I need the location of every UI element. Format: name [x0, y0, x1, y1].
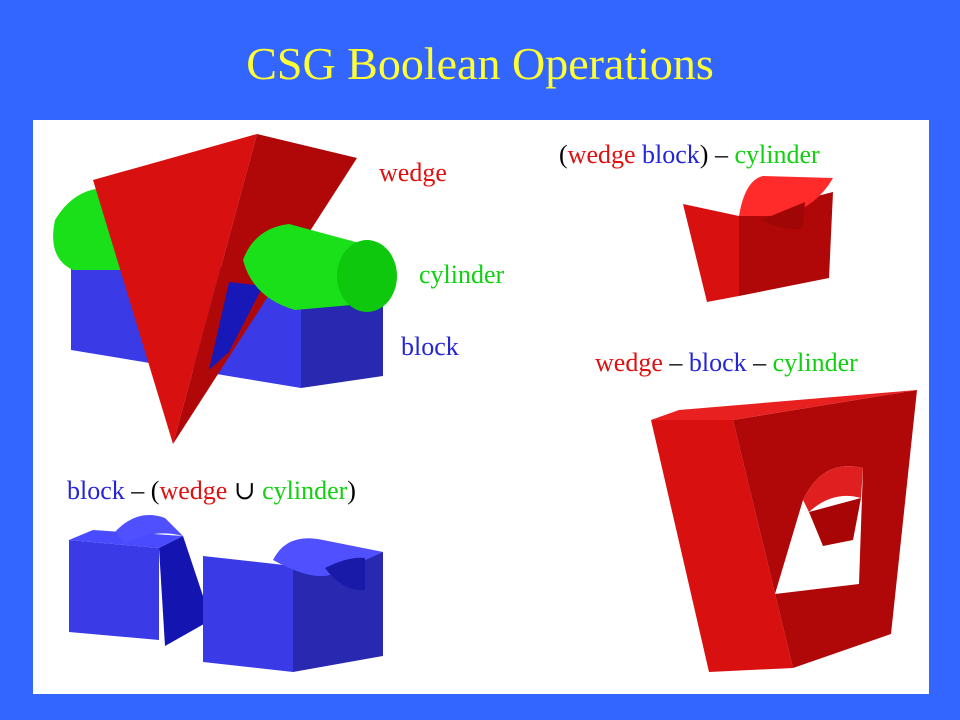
wedge-difference-result [651, 390, 917, 672]
paren-close: ) [347, 476, 356, 505]
block-diff-left-front [69, 540, 159, 640]
expr-cylinder: cylinder [734, 140, 820, 169]
intersection-groove [739, 176, 833, 216]
intersection-groove-shadow [761, 202, 805, 229]
slide-title: CSG Boolean Operations [246, 38, 714, 89]
expr-wedge: wedge [159, 476, 228, 505]
paren-open: ( [559, 140, 568, 169]
wedge-difference-hole-inner [809, 498, 861, 546]
block-difference-result [69, 515, 383, 672]
intersection-front-face [683, 204, 739, 302]
block-diff-right-groove-shadow [325, 557, 365, 591]
expr-minus-open: – ( [124, 476, 160, 505]
content-panel: wedge cylinder block (wedge block) – cyl… [33, 120, 929, 694]
wedge-difference-front [651, 420, 793, 672]
cylinder-end-cap [337, 240, 397, 312]
expr-block: block [688, 348, 747, 377]
expr-minus: – [662, 348, 689, 377]
intersection-expression: (wedge block) – cylinder [559, 140, 820, 170]
block-diff-right-front [203, 556, 293, 672]
csg-illustration [53, 134, 917, 672]
wedge-difference-hole-arch [803, 466, 863, 512]
wedge-front-face [93, 134, 257, 444]
expr-block: block [642, 140, 700, 169]
wedge-difference-top [651, 390, 917, 420]
intersection-side-face [739, 192, 833, 296]
block-label: block [401, 332, 459, 361]
block-difference-expression: block – (wedge ∪ cylinder) [67, 476, 356, 506]
expr-wedge: wedge [567, 140, 636, 169]
wedge-difference-expression: wedge – block – cylinder [595, 348, 858, 378]
expr-wedge: wedge [595, 348, 663, 377]
expr-minus: – [746, 348, 773, 377]
block-diff-wedge-cut [159, 536, 211, 646]
expr-cylinder: cylinder [262, 476, 348, 505]
block-diff-left-groove [115, 515, 183, 544]
cylinder-right-body [243, 224, 363, 310]
expr-union-symbol: ∪ [227, 476, 263, 505]
intersection-result [683, 176, 833, 302]
block-notch [209, 282, 263, 370]
paren-close-minus: ) – [699, 140, 735, 169]
block-diff-right-groove [273, 538, 383, 577]
cylinder-label: cylinder [419, 260, 505, 289]
wedge-label: wedge [379, 158, 447, 187]
expr-cylinder: cylinder [772, 348, 858, 377]
expr-block: block [67, 476, 125, 505]
composite-objects [53, 134, 397, 444]
